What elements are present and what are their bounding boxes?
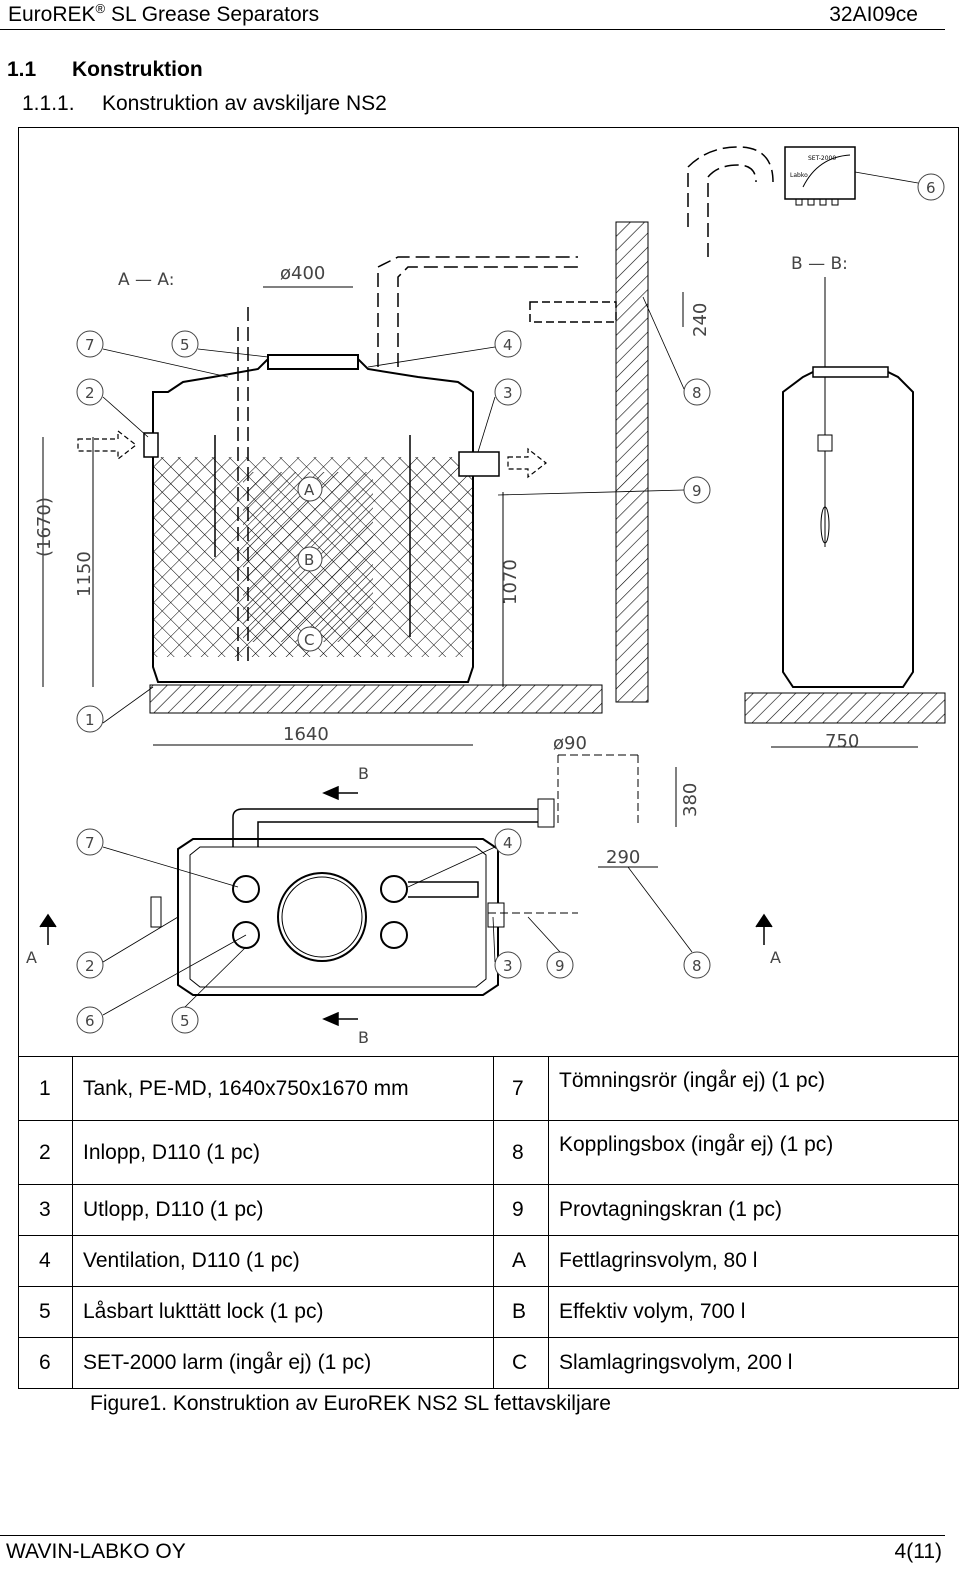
footer-rule <box>0 1535 945 1536</box>
legend-row: 4 Ventilation, D110 (1 pc) A Fettlagrins… <box>18 1235 959 1287</box>
legend-number: 6 <box>18 1337 73 1389</box>
dim-1070: 1070 <box>500 559 521 605</box>
dim-1150: 1150 <box>74 551 95 597</box>
legend-row: 5 Låsbart lukttätt lock (1 pc) B Effekti… <box>18 1286 959 1338</box>
legend-key-description: Slamlagringsvolym, 200 l <box>548 1337 959 1389</box>
legend-key-description: Fettlagrinsvolym, 80 l <box>548 1235 959 1287</box>
legend-row: 3 Utlopp, D110 (1 pc) 9 Provtagningskran… <box>18 1184 959 1236</box>
legend-number: 2 <box>18 1120 73 1185</box>
legend-description: Utlopp, D110 (1 pc) <box>72 1184 494 1236</box>
technical-drawing: A — A: B — B: SET-2000 Labko <box>18 127 959 1057</box>
dim-1640: 1640 <box>283 724 329 745</box>
header-rule <box>0 29 945 30</box>
zone-a-label: A <box>304 481 315 499</box>
callout-3-top: 3 <box>503 384 513 402</box>
dim-diameter-90: ø90 <box>553 733 587 754</box>
header-brand: EuroREK <box>8 3 96 26</box>
legend-key: 7 <box>493 1056 549 1121</box>
callout-9-top: 9 <box>692 482 702 500</box>
callout-1: 1 <box>85 711 95 729</box>
legend-number: 5 <box>18 1286 73 1338</box>
callout-8-plan: 8 <box>692 957 702 975</box>
dim-750: 750 <box>825 731 859 752</box>
section-title: Konstruktion <box>72 58 203 81</box>
parts-legend-table: 1 Tank, PE-MD, 1640x750x1670 mm 7 Tömnin… <box>18 1056 959 1389</box>
ground-slab-right <box>744 692 946 724</box>
marker-b-bottom: B <box>358 1028 369 1047</box>
callout-3-plan: 3 <box>503 957 513 975</box>
set2000-alarm-box: SET-2000 Labko <box>784 146 856 206</box>
callout-5-top: 5 <box>180 336 190 354</box>
marker-a-right: A <box>770 948 781 967</box>
callout-6-top: 6 <box>926 179 936 197</box>
zone-labels: A B C <box>297 476 323 652</box>
legend-key: B <box>493 1286 549 1338</box>
alarm-brand-label: Labko <box>790 172 808 179</box>
legend-key: A <box>493 1235 549 1287</box>
legend-description: Ventilation, D110 (1 pc) <box>72 1235 494 1287</box>
dim-diameter-400: ø400 <box>280 263 325 284</box>
callout-2-top: 2 <box>85 384 95 402</box>
dim-240: 240 <box>690 303 711 337</box>
legend-description: Låsbart lukttätt lock (1 pc) <box>72 1286 494 1338</box>
ground-slab-left <box>149 684 603 714</box>
building-wall <box>615 221 649 703</box>
registered-mark: ® <box>95 1 106 16</box>
alarm-model-label: SET-2000 <box>808 155 836 162</box>
callout-8-top: 8 <box>692 384 702 402</box>
callout-4-plan: 4 <box>503 834 513 852</box>
tank-plan-view <box>150 798 555 996</box>
legend-row: 2 Inlopp, D110 (1 pc) 8 Kopplingsbox (in… <box>18 1120 959 1185</box>
legend-number: 1 <box>18 1056 73 1121</box>
legend-row: 1 Tank, PE-MD, 1640x750x1670 mm 7 Tömnin… <box>18 1056 959 1121</box>
subsection-number: 1.1.1. <box>22 92 75 115</box>
section-heading: 1.1 Konstruktion <box>7 58 203 82</box>
section-number: 1.1 <box>7 58 37 81</box>
callouts: 6 7 5 4 2 3 8 9 1 7 4 2 3 9 8 6 5 <box>76 173 945 1034</box>
marker-b-top: B <box>358 764 369 783</box>
callout-7-plan: 7 <box>85 834 95 852</box>
callout-4-top: 4 <box>503 336 513 354</box>
legend-number: 4 <box>18 1235 73 1287</box>
legend-key-description: Provtagningskran (1 pc) <box>548 1184 959 1236</box>
callout-6-plan: 6 <box>85 1012 95 1030</box>
section-aa-label: A — A: <box>118 270 175 290</box>
callout-2-plan: 2 <box>85 957 95 975</box>
doc-code: 32AI09ce <box>829 3 918 26</box>
figure-caption: Figure1. Konstruktion av EuroREK NS2 SL … <box>90 1392 611 1415</box>
subsection-heading: 1.1.1. Konstruktion av avskiljare NS2 <box>22 92 387 116</box>
dim-1670: (1670) <box>34 497 55 557</box>
zone-c-label: C <box>304 631 314 649</box>
legend-description: SET-2000 larm (ingår ej) (1 pc) <box>72 1337 494 1389</box>
legend-description: Inlopp, D110 (1 pc) <box>72 1120 494 1185</box>
footer-company: WAVIN-LABKO OY <box>6 1540 186 1563</box>
legend-key: C <box>493 1337 549 1389</box>
legend-key: 9 <box>493 1184 549 1236</box>
legend-number: 3 <box>18 1184 73 1236</box>
callout-9-plan: 9 <box>555 957 565 975</box>
legend-description: Tank, PE-MD, 1640x750x1670 mm <box>72 1056 494 1121</box>
footer-page-number: 4(11) <box>894 1540 942 1563</box>
callout-5-plan: 5 <box>180 1012 190 1030</box>
legend-row: 6 SET-2000 larm (ingår ej) (1 pc) C Slam… <box>18 1337 959 1389</box>
marker-a-left: A <box>26 948 37 967</box>
subsection-title: Konstruktion av avskiljare NS2 <box>102 92 387 115</box>
dim-290: 290 <box>606 847 640 868</box>
legend-key-description: Kopplingsbox (ingår ej) (1 pc) <box>548 1120 959 1185</box>
header-subtitle: SL Grease Separators <box>110 3 320 26</box>
header-title: EuroREK® SL Grease Separators <box>8 1 320 27</box>
legend-key-description: Tömningsrör (ingår ej) (1 pc) <box>548 1056 959 1121</box>
legend-key-description: Effektiv volym, 700 l <box>548 1286 959 1338</box>
callout-7-top: 7 <box>85 336 95 354</box>
legend-key: 8 <box>493 1120 549 1185</box>
zone-b-label: B <box>304 551 314 569</box>
section-bb-label: B — B: <box>791 254 848 274</box>
dim-380: 380 <box>680 783 701 817</box>
tank-section-bb <box>782 277 914 688</box>
